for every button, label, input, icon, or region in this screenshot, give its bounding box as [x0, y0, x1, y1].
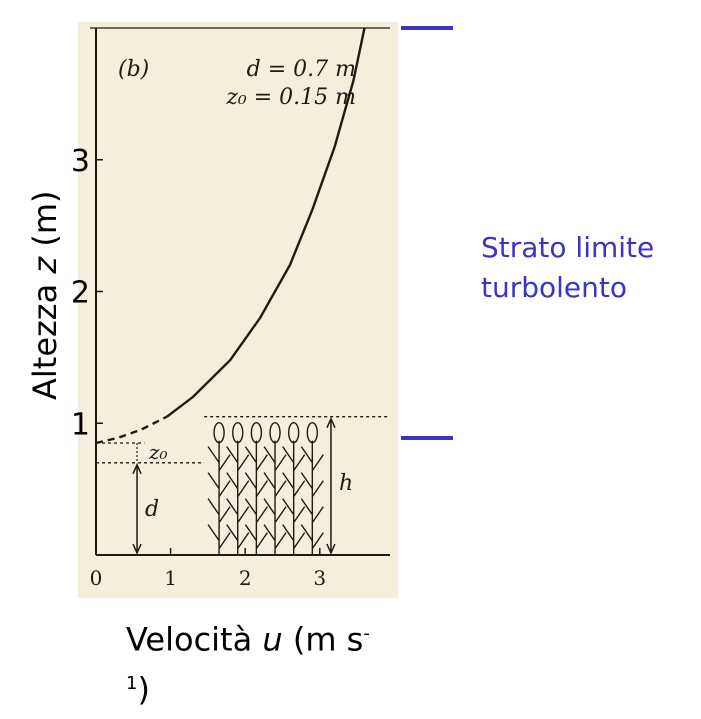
x-tick-label: 2	[239, 566, 252, 590]
canopy-plant	[244, 440, 268, 555]
d-arrow-head-top	[132, 462, 142, 475]
canopy-plant	[263, 440, 287, 555]
y-axis-label: Altezza z (m)	[26, 190, 64, 401]
h-arrow-head-bottom	[326, 543, 336, 555]
canopy-plant-head	[232, 421, 244, 444]
turbulent-layer-label: Strato limite turbolento	[481, 228, 681, 308]
y-tick-label: 1	[71, 407, 90, 442]
x-tick-label: 1	[164, 566, 177, 590]
canopy-plant	[300, 440, 324, 555]
plot-area: 0 1 2 3 1 2 3 (b) d = 0.7 m z₀ = 0.15 m d z₀ h	[71, 26, 453, 590]
x-tick-label: 0	[90, 566, 103, 590]
canopy-plant-head	[287, 421, 300, 444]
param-d: d = 0.7 m	[247, 57, 356, 82]
d-arrow-head-bottom	[132, 543, 142, 555]
profile-dashed-line	[95, 415, 168, 445]
canopy-plant-head	[269, 421, 281, 444]
profile-solid-line	[166, 27, 366, 418]
turbulent-layer-label-line1: Strato limite	[481, 231, 655, 264]
canopy-plant	[282, 440, 306, 555]
panel-label: (b)	[118, 57, 149, 82]
y-tick-label: 2	[71, 276, 90, 311]
canopy-plant	[207, 440, 231, 555]
x-tick-label: 3	[313, 566, 326, 590]
canopy-plant-head	[213, 421, 225, 444]
turbulent-layer-label-line2: turbolento	[481, 271, 628, 304]
h-arrow-head-top	[326, 416, 336, 428]
param-z0: z₀ = 0.15 m	[225, 85, 356, 110]
canopy-plant-head	[306, 421, 319, 444]
y-tick-label: 3	[71, 144, 90, 179]
canopy-plant	[226, 440, 250, 555]
h-label: h	[339, 471, 353, 496]
d-label: d	[145, 497, 159, 522]
canopy-plant-head	[250, 421, 263, 444]
z0-label: z₀	[148, 440, 168, 464]
x-axis-label: Velocità u (m s-1)	[126, 620, 370, 709]
